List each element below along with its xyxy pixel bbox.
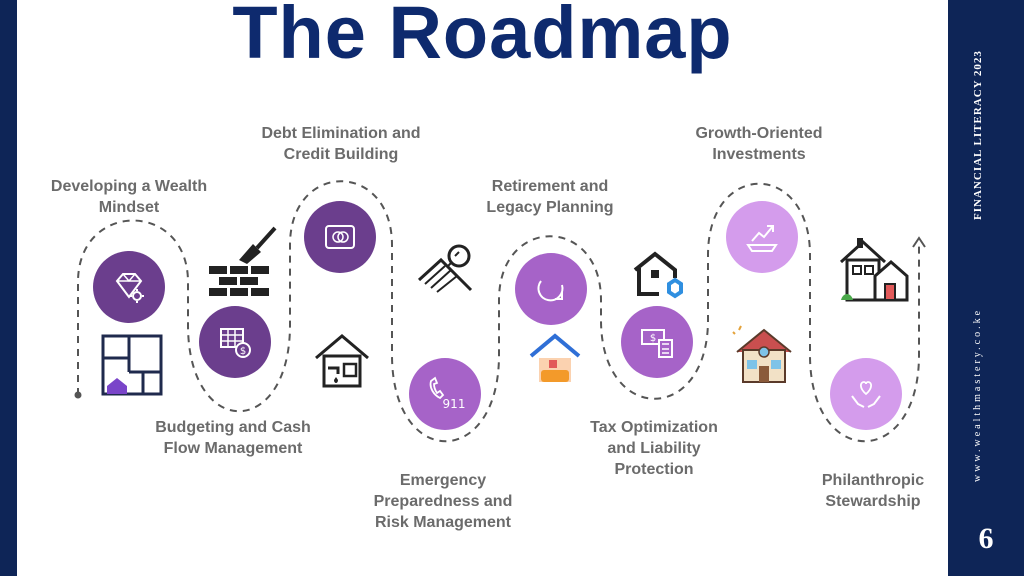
diamond-gear-icon bbox=[115, 273, 144, 303]
budget-table-dollar-icon: $ bbox=[220, 328, 251, 358]
money-calculator-icon: $ bbox=[641, 329, 673, 358]
path-end-arrow bbox=[912, 236, 926, 248]
phone-911-icon: 911 bbox=[429, 376, 466, 411]
step-3-circle bbox=[304, 201, 376, 273]
step-5-circle bbox=[515, 253, 587, 325]
brick-trowel-icon bbox=[209, 226, 277, 296]
roof-inspection-icon bbox=[417, 244, 473, 293]
step-6-circle: $ bbox=[621, 306, 693, 378]
right-sidebar bbox=[948, 0, 1024, 576]
step-8-circle bbox=[830, 358, 902, 430]
family-house-icon bbox=[732, 325, 792, 383]
svg-text:$: $ bbox=[650, 333, 656, 344]
house-chain-icon bbox=[633, 251, 683, 299]
step-2-circle: $ bbox=[199, 306, 271, 378]
floor-plan-icon bbox=[101, 334, 163, 396]
growth-chart-icon bbox=[746, 225, 778, 252]
step-4-circle: 911 bbox=[409, 358, 481, 430]
credit-card-icon bbox=[325, 225, 355, 249]
sidebar-vertical-title: FINANCIAL LITERACY 2023 bbox=[972, 50, 984, 220]
page-number: 6 bbox=[978, 522, 994, 555]
page-title: The Roadmap bbox=[232, 0, 733, 74]
sidebar-website: www.wealthmastery.co.ke bbox=[972, 307, 983, 483]
left-accent-bar bbox=[0, 0, 17, 576]
path-start-dot bbox=[74, 391, 82, 399]
step-7-circle bbox=[726, 201, 798, 273]
roadmap-path bbox=[74, 180, 926, 443]
heart-hands-icon bbox=[851, 381, 881, 408]
house-water-icon bbox=[315, 334, 369, 388]
refresh-arrow-icon bbox=[537, 280, 564, 302]
two-story-house-icon bbox=[839, 238, 909, 302]
emergency-number: 911 bbox=[443, 397, 466, 411]
step-1-circle bbox=[93, 251, 165, 323]
house-furniture-icon bbox=[529, 333, 581, 382]
svg-text:$: $ bbox=[240, 346, 246, 357]
